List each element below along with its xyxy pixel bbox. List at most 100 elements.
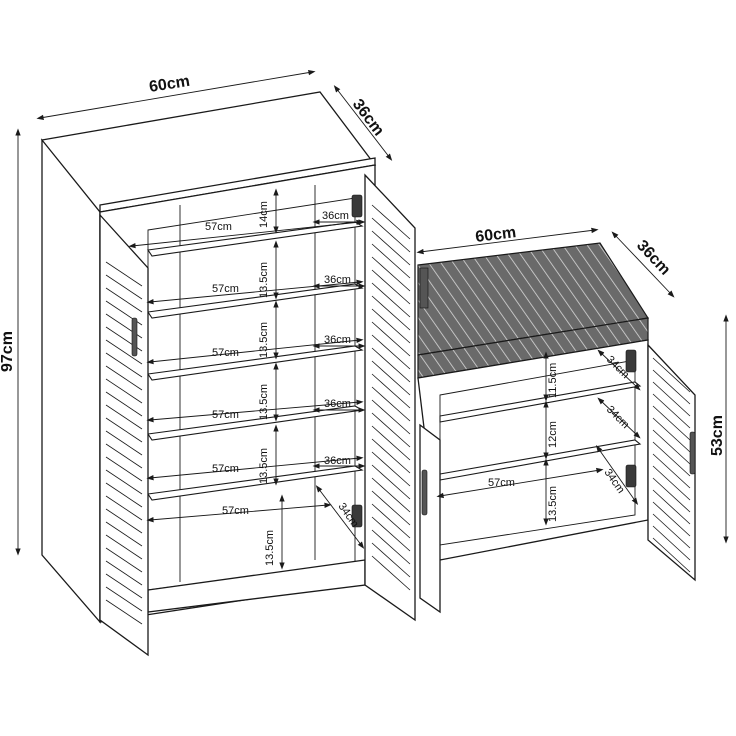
louvre-slat: [652, 489, 691, 525]
bench-cushion-strap: [419, 267, 429, 309]
louvre-slat: [371, 542, 411, 578]
louvre-slat: [105, 339, 143, 365]
louvre-slat: [371, 334, 411, 370]
bench-height-label: 53cm: [709, 415, 726, 456]
cabinet-height-label: 97cm: [0, 331, 16, 372]
bench-shelf-3-width-label: 57cm: [488, 477, 515, 489]
louvre-slat: [105, 417, 143, 443]
bench-depth-dimension-line: [611, 231, 675, 298]
shelf-5-height-label: 13.5cm: [258, 448, 270, 484]
louvre-slat: [371, 295, 411, 331]
bench-shelf-1-height-label: 11.5cm: [547, 363, 559, 398]
shelf-4-height-label: 13.5cm: [258, 384, 270, 420]
shelf-2-width-label: 57cm: [212, 283, 239, 295]
louvre-slat: [371, 243, 411, 279]
bench-door-louvres: [652, 357, 691, 573]
shelf-1-width-label: 57cm: [205, 221, 232, 233]
louvre-slat: [371, 490, 411, 526]
shelf-3-height-label: 13.5cm: [258, 322, 270, 358]
shelf-3-depth-label: 36cm: [324, 334, 351, 346]
shelf-4-width-line: [146, 399, 364, 423]
bench-right-door: [647, 343, 696, 582]
louvre-slat: [105, 508, 143, 534]
shelf-4-depth-label: 36cm: [324, 398, 351, 410]
louvre-slat: [105, 404, 143, 430]
louvre-slat: [105, 521, 143, 547]
louvre-slat: [371, 438, 411, 474]
louvre-slat: [371, 256, 411, 292]
shelf-2-depth-label: 36cm: [324, 274, 351, 286]
louvre-slat: [105, 469, 143, 495]
louvre-slat: [652, 405, 691, 441]
cabinet-depth-dimension-line: [333, 85, 393, 161]
louvre-slat: [105, 274, 143, 300]
louvre-slat: [105, 430, 143, 456]
louvre-slat: [371, 282, 411, 318]
louvre-slat: [371, 516, 411, 552]
shelf-5-width-label: 57cm: [212, 463, 239, 475]
shelf-5-width-line: [146, 455, 364, 481]
louvre-slat: [371, 425, 411, 461]
louvre-slat: [371, 477, 411, 513]
shelf-6-depth-line: [315, 485, 365, 549]
louvre-slat: [105, 443, 143, 469]
bench-width-dimension-line: [416, 227, 599, 255]
bench-right-handle: [689, 431, 696, 475]
louvre-slat: [652, 477, 691, 513]
shelf-1-width-line: [128, 219, 364, 249]
louvre-slat: [371, 399, 411, 435]
shoe-bench: [417, 242, 696, 614]
louvre-slat: [105, 456, 143, 482]
shelf-1-depth-label: 36cm: [322, 210, 349, 222]
shelf-5-depth-label: 36cm: [324, 455, 351, 467]
louvre-slat: [652, 429, 691, 465]
shelf-3-width-label: 57cm: [212, 347, 239, 359]
bench-shelf-3-width-line: [436, 467, 604, 499]
louvre-slat: [105, 378, 143, 404]
cabinet-width-label: 60cm: [148, 73, 191, 96]
louvre-slat: [105, 261, 143, 287]
louvre-slat: [652, 537, 691, 573]
louvre-slat: [105, 495, 143, 521]
louvre-slat: [371, 386, 411, 422]
louvre-slat: [371, 204, 411, 240]
bench-shelf-2-depth-line: [597, 397, 641, 439]
louvre-slat: [652, 381, 691, 417]
louvre-slat: [371, 529, 411, 565]
shelf-6-width-line: [146, 502, 332, 523]
cabinet-left-handle: [131, 317, 138, 357]
cabinet-side-panel: [41, 138, 101, 624]
louvre-slat: [371, 451, 411, 487]
louvre-slat: [652, 453, 691, 489]
bench-shelf-2-height-label: 12cm: [547, 421, 559, 448]
louvre-slat: [105, 560, 143, 586]
louvre-slat: [105, 586, 143, 612]
louvre-slat: [105, 534, 143, 560]
louvre-slat: [371, 230, 411, 266]
louvre-slat: [652, 393, 691, 429]
bench-shelf-1-depth-line: [597, 349, 641, 391]
bench-body: [417, 339, 649, 561]
bench-width-label: 60cm: [474, 224, 517, 246]
louvre-slat: [105, 391, 143, 417]
louvre-slat: [371, 412, 411, 448]
shelf-6-width-label: 57cm: [222, 505, 249, 517]
cabinet-right-door: [364, 173, 416, 622]
louvre-slat: [652, 417, 691, 453]
left-door-louvres: [105, 261, 143, 625]
louvre-slat: [371, 373, 411, 409]
bench-shelf-3-depth-line: [595, 445, 639, 505]
louvre-slat: [371, 347, 411, 383]
shelf-6-height-label: 13.5cm: [264, 530, 276, 566]
right-door-louvres: [371, 204, 411, 591]
bench-left-door: [419, 423, 441, 614]
louvre-slat: [371, 217, 411, 253]
cabinet-shelf-dimensions: 57cm 14cm 36cm 57cm 13.5cm 36cm 57cm 13.…: [128, 188, 366, 570]
louvre-slat: [105, 599, 143, 625]
bench-left-handle: [421, 469, 428, 516]
bench-shelf-3-height-label: 13.5cm: [547, 486, 559, 522]
louvre-slat: [652, 369, 691, 405]
louvre-slat: [652, 501, 691, 537]
